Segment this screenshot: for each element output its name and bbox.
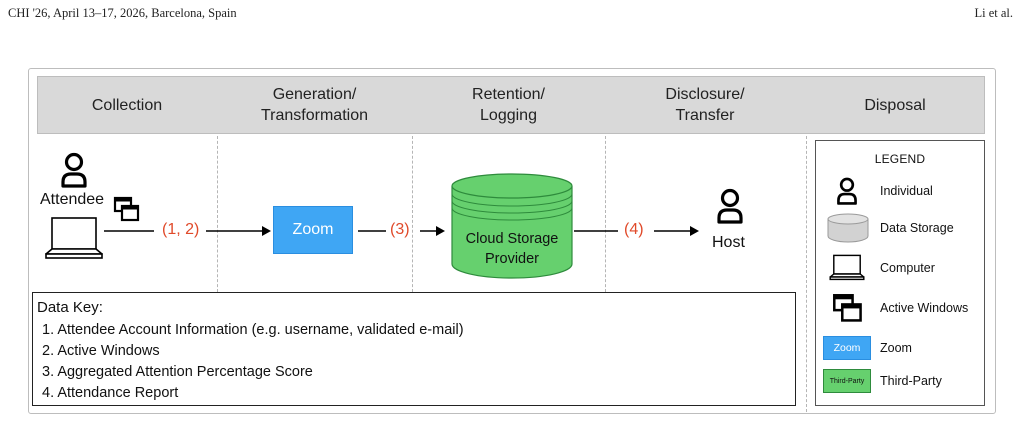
- edge-arrow: [654, 226, 699, 236]
- edge-line: [574, 230, 618, 232]
- data-key-item: 3. Aggregated Attention Percentage Score: [42, 364, 313, 380]
- database-icon: [451, 173, 573, 279]
- edge-label-4: (4): [624, 221, 644, 238]
- zoom-node: Zoom: [273, 206, 353, 254]
- column-divider: [217, 136, 218, 292]
- edge-line: [358, 230, 386, 232]
- edge-line: [104, 230, 154, 232]
- column-divider: [806, 136, 807, 412]
- data-key-item: 1. Attendee Account Information (e.g. us…: [42, 322, 464, 338]
- laptop-icon: [45, 217, 103, 259]
- legend-label-zoom: Zoom: [880, 341, 912, 355]
- person-icon: [837, 177, 857, 205]
- person-icon: [61, 152, 87, 188]
- legend-label-data-storage: Data Storage: [880, 221, 954, 235]
- cloud-storage-label: Cloud Storage Provider: [465, 231, 559, 267]
- database-icon: [827, 213, 869, 243]
- host-label: Host: [712, 234, 745, 251]
- data-key-list: 1. Attendee Account Information (e.g. us…: [42, 320, 464, 404]
- legend-label-third-party: Third-Party: [880, 374, 942, 388]
- laptop-icon: [829, 254, 865, 281]
- legend-label-active-windows: Active Windows: [880, 301, 969, 315]
- stage-generation: Generation/ Transformation: [261, 86, 368, 124]
- stage-disposal: Disposal: [864, 96, 926, 114]
- running-head-right: Li et al.: [974, 6, 1013, 20]
- edge-label-1-2: (1, 2): [162, 221, 200, 238]
- column-divider: [605, 136, 606, 292]
- stage-collection: Collection: [91, 96, 163, 114]
- column-divider: [412, 136, 413, 292]
- legend-title: LEGEND: [874, 152, 926, 166]
- person-icon: [717, 188, 743, 224]
- third-party-swatch: Third-Party: [823, 369, 871, 393]
- edge-arrow: [206, 226, 271, 236]
- legend-label-individual: Individual: [880, 184, 933, 198]
- attendee-label: Attendee: [40, 191, 105, 208]
- stage-header-band: [37, 76, 985, 134]
- legend-label-computer: Computer: [880, 261, 935, 275]
- data-key-item: 2. Active Windows: [42, 343, 160, 359]
- data-key-item: 4. Attendance Report: [42, 385, 179, 401]
- windows-icon: [113, 196, 140, 222]
- edge-label-3: (3): [390, 221, 410, 238]
- stage-retention: Retention/ Logging: [472, 86, 545, 124]
- running-head-left: CHI '26, April 13–17, 2026, Barcelona, S…: [8, 6, 237, 20]
- data-key-title: Data Key:: [37, 299, 103, 316]
- zoom-swatch: Zoom: [823, 336, 871, 360]
- windows-icon: [833, 294, 862, 322]
- stage-disclosure: Disclosure/ Transfer: [665, 86, 745, 124]
- legend-box: [815, 140, 985, 406]
- edge-arrow: [420, 226, 445, 236]
- data-key-box: [32, 292, 796, 406]
